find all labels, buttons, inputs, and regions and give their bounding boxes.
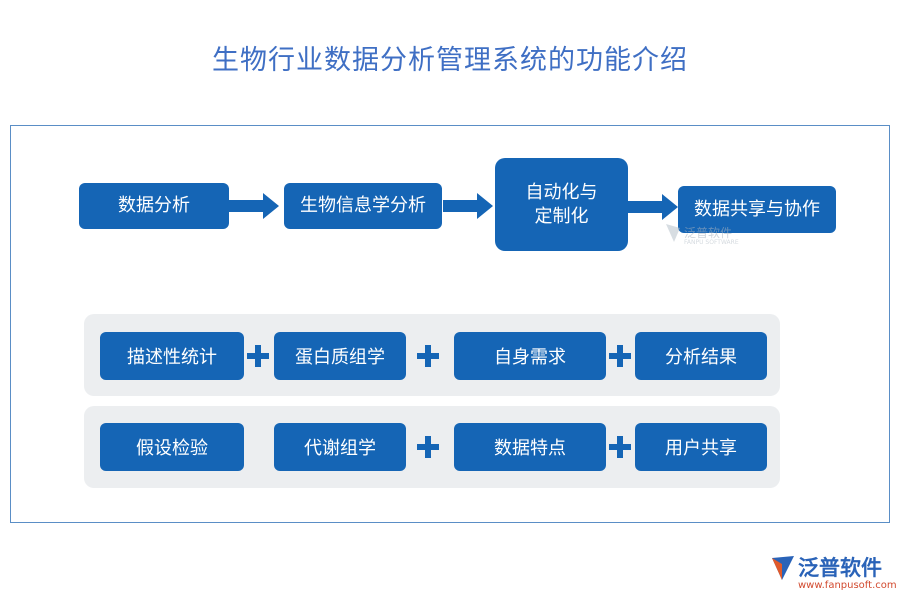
flow-step-bioinformatics: 生物信息学分析 — [284, 183, 442, 229]
feature-label: 自身需求 — [494, 347, 566, 368]
logo-text: 泛普软件 — [798, 556, 882, 580]
feature-descriptive-stats: 描述性统计 — [100, 332, 244, 380]
watermark-subtext: FANPU SOFTWARE — [684, 239, 739, 246]
watermark-text: 泛普软件 — [684, 226, 733, 240]
flow-step-label: 数据共享与协作 — [694, 198, 820, 220]
feature-label: 假设检验 — [136, 438, 208, 459]
flow-step-label-line2: 定制化 — [534, 205, 589, 227]
feature-data-characteristics: 数据特点 — [454, 423, 606, 471]
feature-label: 描述性统计 — [127, 347, 217, 368]
plus-icon — [247, 345, 269, 367]
feature-label: 分析结果 — [665, 347, 737, 368]
feature-label: 代谢组学 — [304, 438, 376, 459]
feature-proteomics: 蛋白质组学 — [274, 332, 406, 380]
plus-icon — [609, 436, 631, 458]
plus-icon — [417, 345, 439, 367]
flow-step-label: 生物信息学分析 — [300, 195, 426, 217]
feature-metabolomics: 代谢组学 — [274, 423, 406, 471]
feature-hypothesis-testing: 假设检验 — [100, 423, 244, 471]
flow-step-automation: 自动化与 定制化 — [495, 158, 628, 251]
feature-own-needs: 自身需求 — [454, 332, 606, 380]
flow-step-data-analysis: 数据分析 — [79, 183, 229, 229]
fanpu-logo-icon — [772, 556, 794, 580]
brand-logo: 泛普软件 www.fanpusoft.com — [770, 552, 897, 596]
flow-step-label: 数据分析 — [118, 195, 190, 217]
page-title: 生物行业数据分析管理系统的功能介绍 — [212, 45, 688, 76]
logo-url: www.fanpusoft.com — [798, 580, 897, 591]
flow-arrow-icon — [443, 193, 493, 219]
flow-arrow-icon — [229, 193, 279, 219]
diagram-frame — [10, 125, 890, 523]
plus-icon — [609, 345, 631, 367]
feature-label: 用户共享 — [665, 438, 737, 459]
feature-user-sharing: 用户共享 — [635, 423, 767, 471]
feature-label: 蛋白质组学 — [295, 347, 385, 368]
flow-arrow-icon — [628, 194, 678, 220]
plus-icon — [417, 436, 439, 458]
feature-analysis-results: 分析结果 — [635, 332, 767, 380]
watermark-logo-icon — [666, 224, 680, 242]
watermark: 泛普软件 FANPU SOFTWARE — [664, 222, 739, 248]
flow-step-data-sharing: 数据共享与协作 — [678, 186, 836, 233]
flow-step-label-line1: 自动化与 — [525, 182, 598, 204]
feature-label: 数据特点 — [494, 438, 566, 459]
